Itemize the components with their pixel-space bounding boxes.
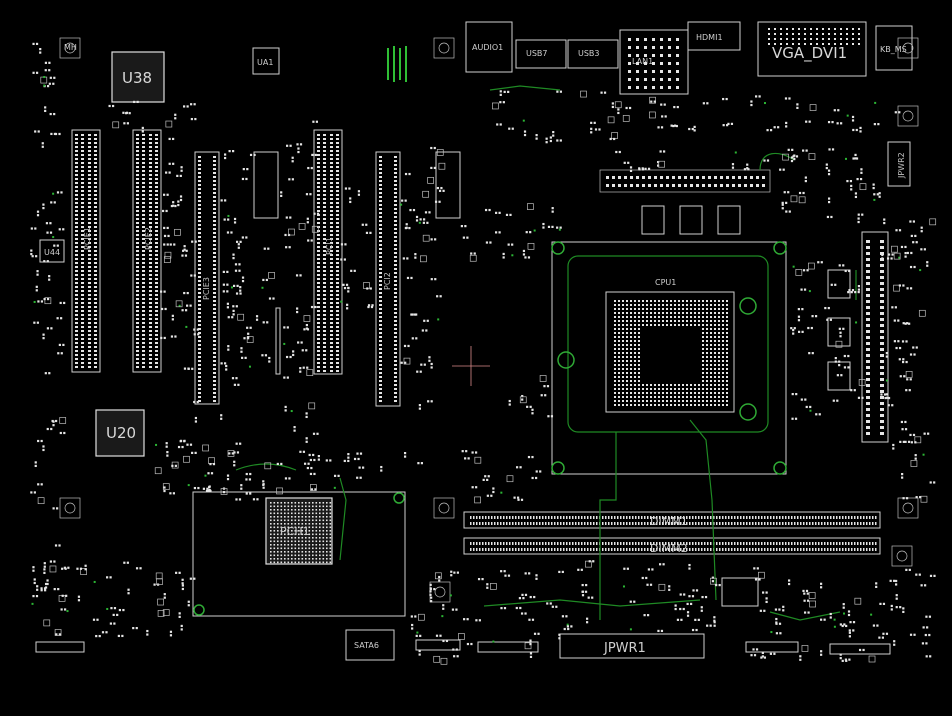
- pcie2-label: PCIE2: [144, 227, 153, 250]
- rear-io: AUDIO1 USB7 USB3 LAN1 HDMI1 VGA_DVI1 KB_…: [465, 21, 913, 95]
- pcie3-label: PCIE3: [202, 277, 211, 300]
- lan1-label: LAN1: [632, 57, 653, 66]
- jpwr1-label: JPWR1: [603, 641, 646, 656]
- small-components: [30, 42, 937, 665]
- usb7-label: USB7: [526, 49, 548, 58]
- dimm-slots: DIMM1 DIMM2: [463, 511, 881, 555]
- jpwr2-label: JPWR2: [897, 152, 906, 179]
- expansion-slots: PCIE1 PCIE2 PCIE3 PCI1 PCI2: [71, 129, 461, 407]
- pcie1-label: PCIE1: [83, 227, 92, 250]
- ua1-label: UA1: [257, 58, 273, 67]
- mh-label: MH: [64, 43, 77, 52]
- pci1-label: PCI1: [325, 237, 334, 255]
- vga-dvi1-label: VGA_DVI1: [772, 44, 847, 63]
- pch-area: PCH1: [192, 491, 406, 617]
- sata6-label: SATA6: [354, 641, 379, 650]
- u20-label: U20: [106, 424, 136, 442]
- cpu1-label: CPU1: [655, 278, 676, 287]
- pch1-label: PCH1: [280, 525, 310, 538]
- bottom-connectors: JPWR1 SATA6: [35, 577, 891, 661]
- dimm2-label: DIMM2: [650, 542, 688, 555]
- chip-ua1: UA1: [252, 47, 280, 75]
- traces: [235, 46, 857, 621]
- crosshair-marker: [452, 346, 490, 386]
- vrm-area: JPWR2: [599, 141, 911, 443]
- hdmi1-label: HDMI1: [696, 33, 723, 42]
- ps2-label: KB_MS: [880, 45, 907, 54]
- u38-label: U38: [122, 69, 152, 87]
- pci2-label: PCI2: [383, 272, 392, 290]
- cpu-socket: CPU1: [551, 241, 787, 475]
- u44-label: U44: [44, 248, 60, 257]
- dimm1-label: DIMM1: [650, 515, 688, 528]
- usb3-label: USB3: [578, 49, 600, 58]
- chip-u20: U20: [95, 409, 145, 457]
- audio1-label: AUDIO1: [472, 43, 503, 52]
- chip-u44: U44: [39, 239, 65, 263]
- chip-u38: U38: [111, 51, 165, 103]
- mounting-holes: MH: [59, 37, 919, 603]
